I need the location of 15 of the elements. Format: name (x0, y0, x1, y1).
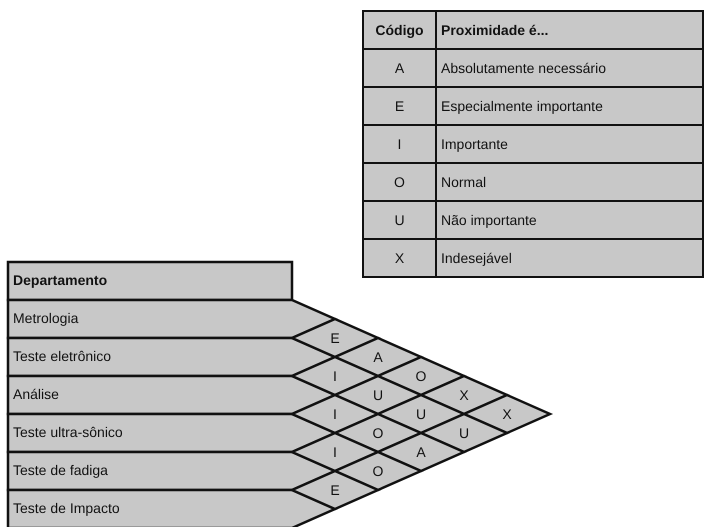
code-cell: A (364, 50, 435, 86)
description-cell: Indesejável (437, 240, 702, 276)
description-cell: Não importante (437, 202, 702, 238)
code-cell: O (364, 164, 435, 200)
code-cell: I (364, 126, 435, 162)
header-cell: Código (364, 12, 435, 48)
description-cell: Absolutamente necessário (437, 50, 702, 86)
code-cell: E (364, 88, 435, 124)
column-header: Departamento (8, 262, 292, 300)
description-cell: Importante (437, 126, 702, 162)
description-cell: Normal (437, 164, 702, 200)
description-cell: Especialmente importante (437, 88, 702, 124)
code-cell: U (364, 202, 435, 238)
code-cell: X (364, 240, 435, 276)
header-cell: Proximidade é... (437, 12, 702, 48)
